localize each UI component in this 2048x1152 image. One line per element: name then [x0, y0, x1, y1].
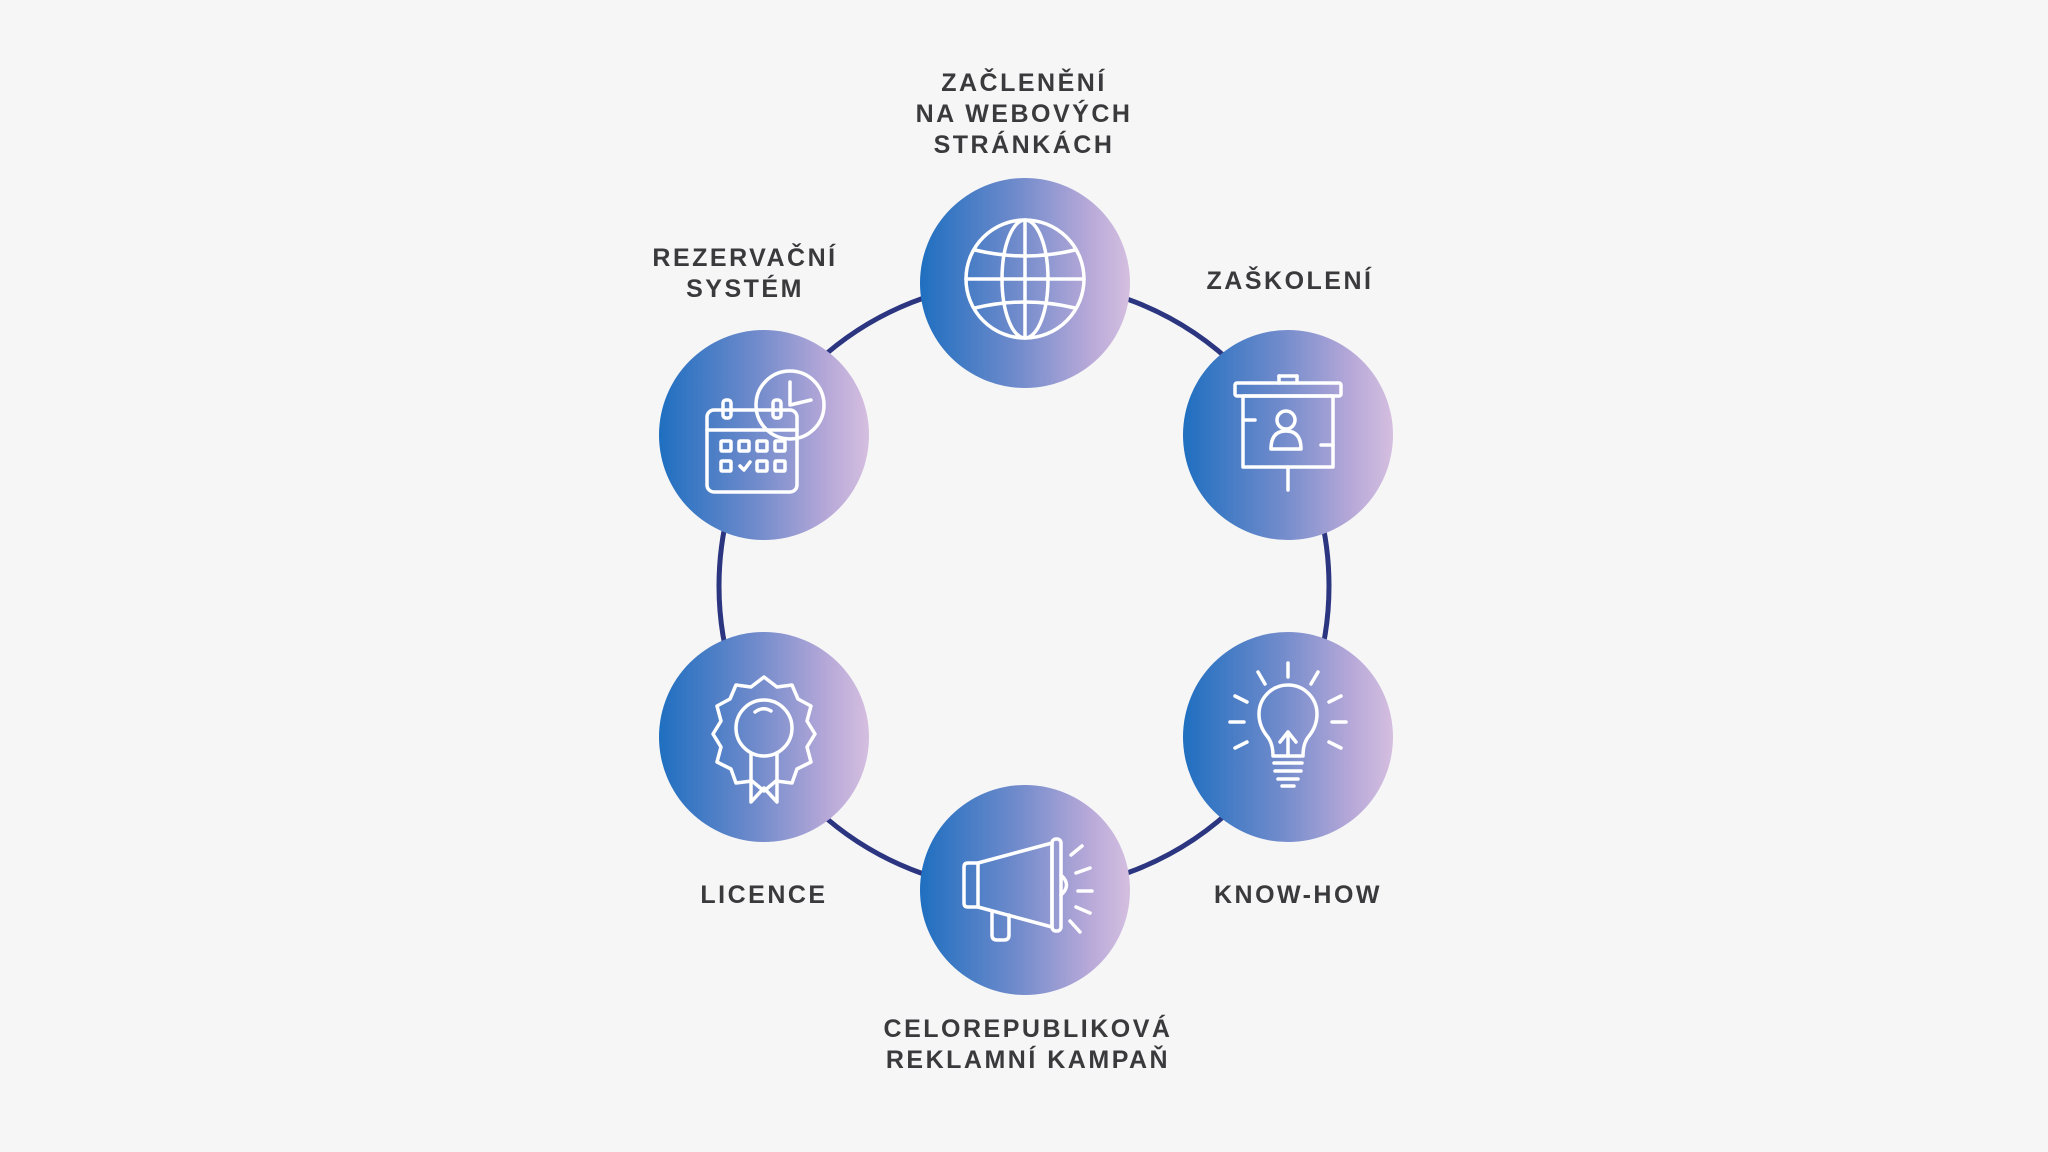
globe-icon — [964, 218, 1086, 340]
label-knowhow: KNOW-HOW — [1213, 881, 1383, 909]
lightbulb-icon — [1228, 661, 1348, 788]
node-training — [1183, 330, 1393, 540]
node-booking — [659, 330, 869, 540]
node-campaign — [920, 785, 1130, 995]
label-web: ZAČLENĚNÍ NA WEBOVÝCH STRÁNKÁCH — [915, 69, 1133, 159]
label-campaign: CELOREPUBLIKOVÁ REKLAMNÍ KAMPAŇ — [883, 1015, 1173, 1074]
megaphone-icon — [962, 837, 1094, 942]
award-badge-icon — [711, 675, 817, 804]
calendar-clock-icon — [705, 369, 826, 494]
node-web — [920, 178, 1130, 388]
label-booking: REZERVAČNÍ SYSTÉM — [652, 244, 838, 303]
node-licence — [659, 632, 869, 842]
presentation-board-icon — [1233, 374, 1343, 492]
label-licence: LICENCE — [700, 881, 828, 909]
node-knowhow — [1183, 632, 1393, 842]
label-training: ZAŠKOLENÍ — [1206, 267, 1374, 295]
